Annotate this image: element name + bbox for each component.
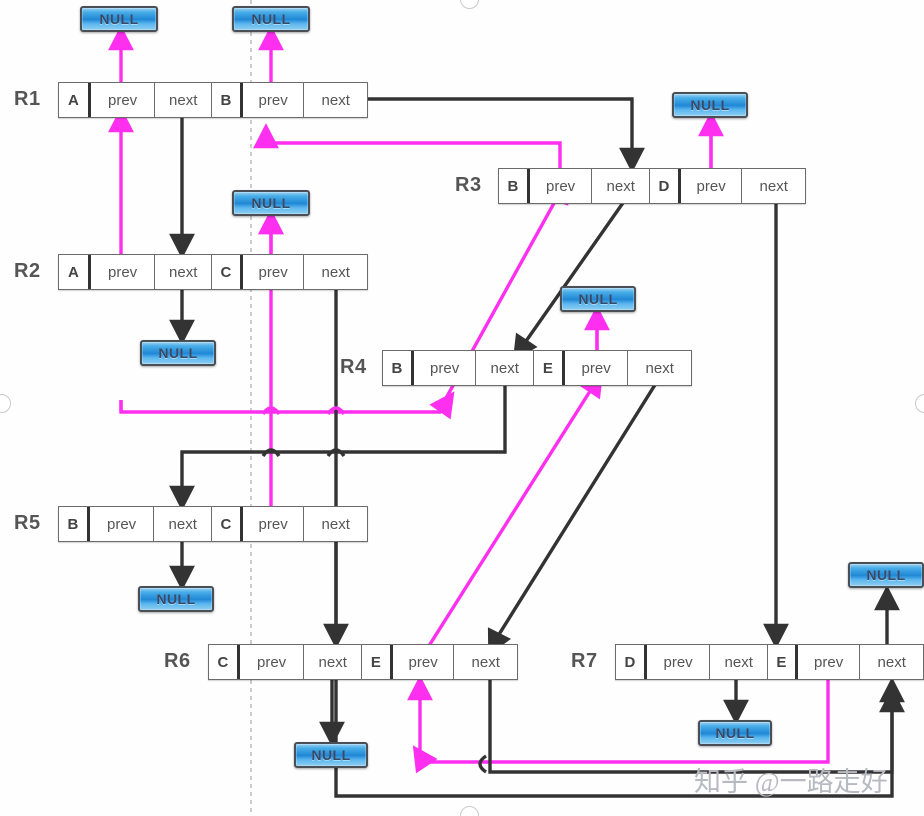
r6-next-1[interactable]: next bbox=[304, 645, 363, 679]
record-r4: B prev next E prev next bbox=[382, 350, 692, 386]
r3-key-2: D bbox=[650, 169, 681, 203]
r5-key-2: C bbox=[212, 507, 243, 541]
null-node-r2-c-prev: NULL bbox=[232, 190, 310, 216]
null-node-r2-a-next: NULL bbox=[140, 340, 216, 366]
null-node-r3-d-prev: NULL bbox=[672, 92, 748, 118]
r3-next-2[interactable]: next bbox=[742, 169, 805, 203]
r3-prev-1[interactable]: prev bbox=[529, 169, 593, 203]
r7-prev-1[interactable]: prev bbox=[646, 645, 711, 679]
null-node-r4-e-prev: NULL bbox=[560, 286, 636, 312]
record-label-r5: R5 bbox=[14, 512, 41, 534]
record-r5: B prev next C prev next bbox=[58, 506, 368, 542]
r2-prev-2[interactable]: prev bbox=[242, 255, 305, 289]
r2-key-2: C bbox=[212, 255, 243, 289]
record-r6: C prev next E prev next bbox=[208, 644, 518, 680]
r6-key-1: C bbox=[209, 645, 240, 679]
r7-next-2[interactable]: next bbox=[860, 645, 923, 679]
r1-key-2: B bbox=[212, 83, 243, 117]
record-label-r4: R4 bbox=[340, 356, 367, 378]
r3-key-1: B bbox=[499, 169, 530, 203]
watermark: 知乎 @一路走好 bbox=[694, 767, 888, 797]
r6-key-2: E bbox=[362, 645, 393, 679]
record-r7: D prev next E prev next bbox=[615, 644, 924, 680]
record-label-r3: R3 bbox=[455, 174, 482, 196]
r7-key-2: E bbox=[768, 645, 798, 679]
record-label-r2: R2 bbox=[14, 260, 41, 282]
null-node-r5-b-next: NULL bbox=[138, 586, 214, 612]
record-label-r7: R7 bbox=[571, 650, 598, 672]
r1-prev-1[interactable]: prev bbox=[90, 83, 156, 117]
r4-next-2[interactable]: next bbox=[628, 351, 691, 385]
null-node-r1-b-prev: NULL bbox=[232, 6, 310, 32]
record-label-r6: R6 bbox=[164, 650, 191, 672]
r1-key-1: A bbox=[59, 83, 91, 117]
r4-prev-2[interactable]: prev bbox=[564, 351, 629, 385]
record-r1: A prev next B prev next bbox=[58, 82, 368, 118]
record-r2: A prev next C prev next bbox=[58, 254, 368, 290]
r6-next-2[interactable]: next bbox=[454, 645, 517, 679]
record-r3: B prev next D prev next bbox=[498, 168, 806, 204]
null-node-r7-e-next: NULL bbox=[848, 562, 924, 588]
r3-next-1[interactable]: next bbox=[592, 169, 651, 203]
r5-prev-1[interactable]: prev bbox=[89, 507, 155, 541]
r2-next-2[interactable]: next bbox=[304, 255, 367, 289]
r5-prev-2[interactable]: prev bbox=[242, 507, 305, 541]
r1-next-2[interactable]: next bbox=[304, 83, 367, 117]
r3-prev-2[interactable]: prev bbox=[680, 169, 743, 203]
r6-prev-1[interactable]: prev bbox=[239, 645, 305, 679]
r2-key-1: A bbox=[59, 255, 91, 289]
r7-key-1: D bbox=[616, 645, 647, 679]
r4-next-1[interactable]: next bbox=[476, 351, 535, 385]
r5-next-2[interactable]: next bbox=[304, 507, 367, 541]
r5-key-1: B bbox=[59, 507, 90, 541]
r7-prev-2[interactable]: prev bbox=[797, 645, 861, 679]
r4-key-1: B bbox=[383, 351, 414, 385]
r5-next-1[interactable]: next bbox=[154, 507, 213, 541]
r2-prev-1[interactable]: prev bbox=[90, 255, 156, 289]
r4-key-2: E bbox=[534, 351, 565, 385]
r2-next-1[interactable]: next bbox=[155, 255, 213, 289]
null-node-r6-c-next: NULL bbox=[294, 742, 368, 768]
r1-next-1[interactable]: next bbox=[155, 83, 213, 117]
r7-next-1[interactable]: next bbox=[710, 645, 769, 679]
null-node-r1-a-prev: NULL bbox=[80, 6, 158, 32]
r4-prev-1[interactable]: prev bbox=[413, 351, 477, 385]
r6-prev-2[interactable]: prev bbox=[392, 645, 455, 679]
record-label-r1: R1 bbox=[14, 88, 41, 110]
null-node-r7-d-next: NULL bbox=[698, 720, 772, 746]
r1-prev-2[interactable]: prev bbox=[242, 83, 305, 117]
